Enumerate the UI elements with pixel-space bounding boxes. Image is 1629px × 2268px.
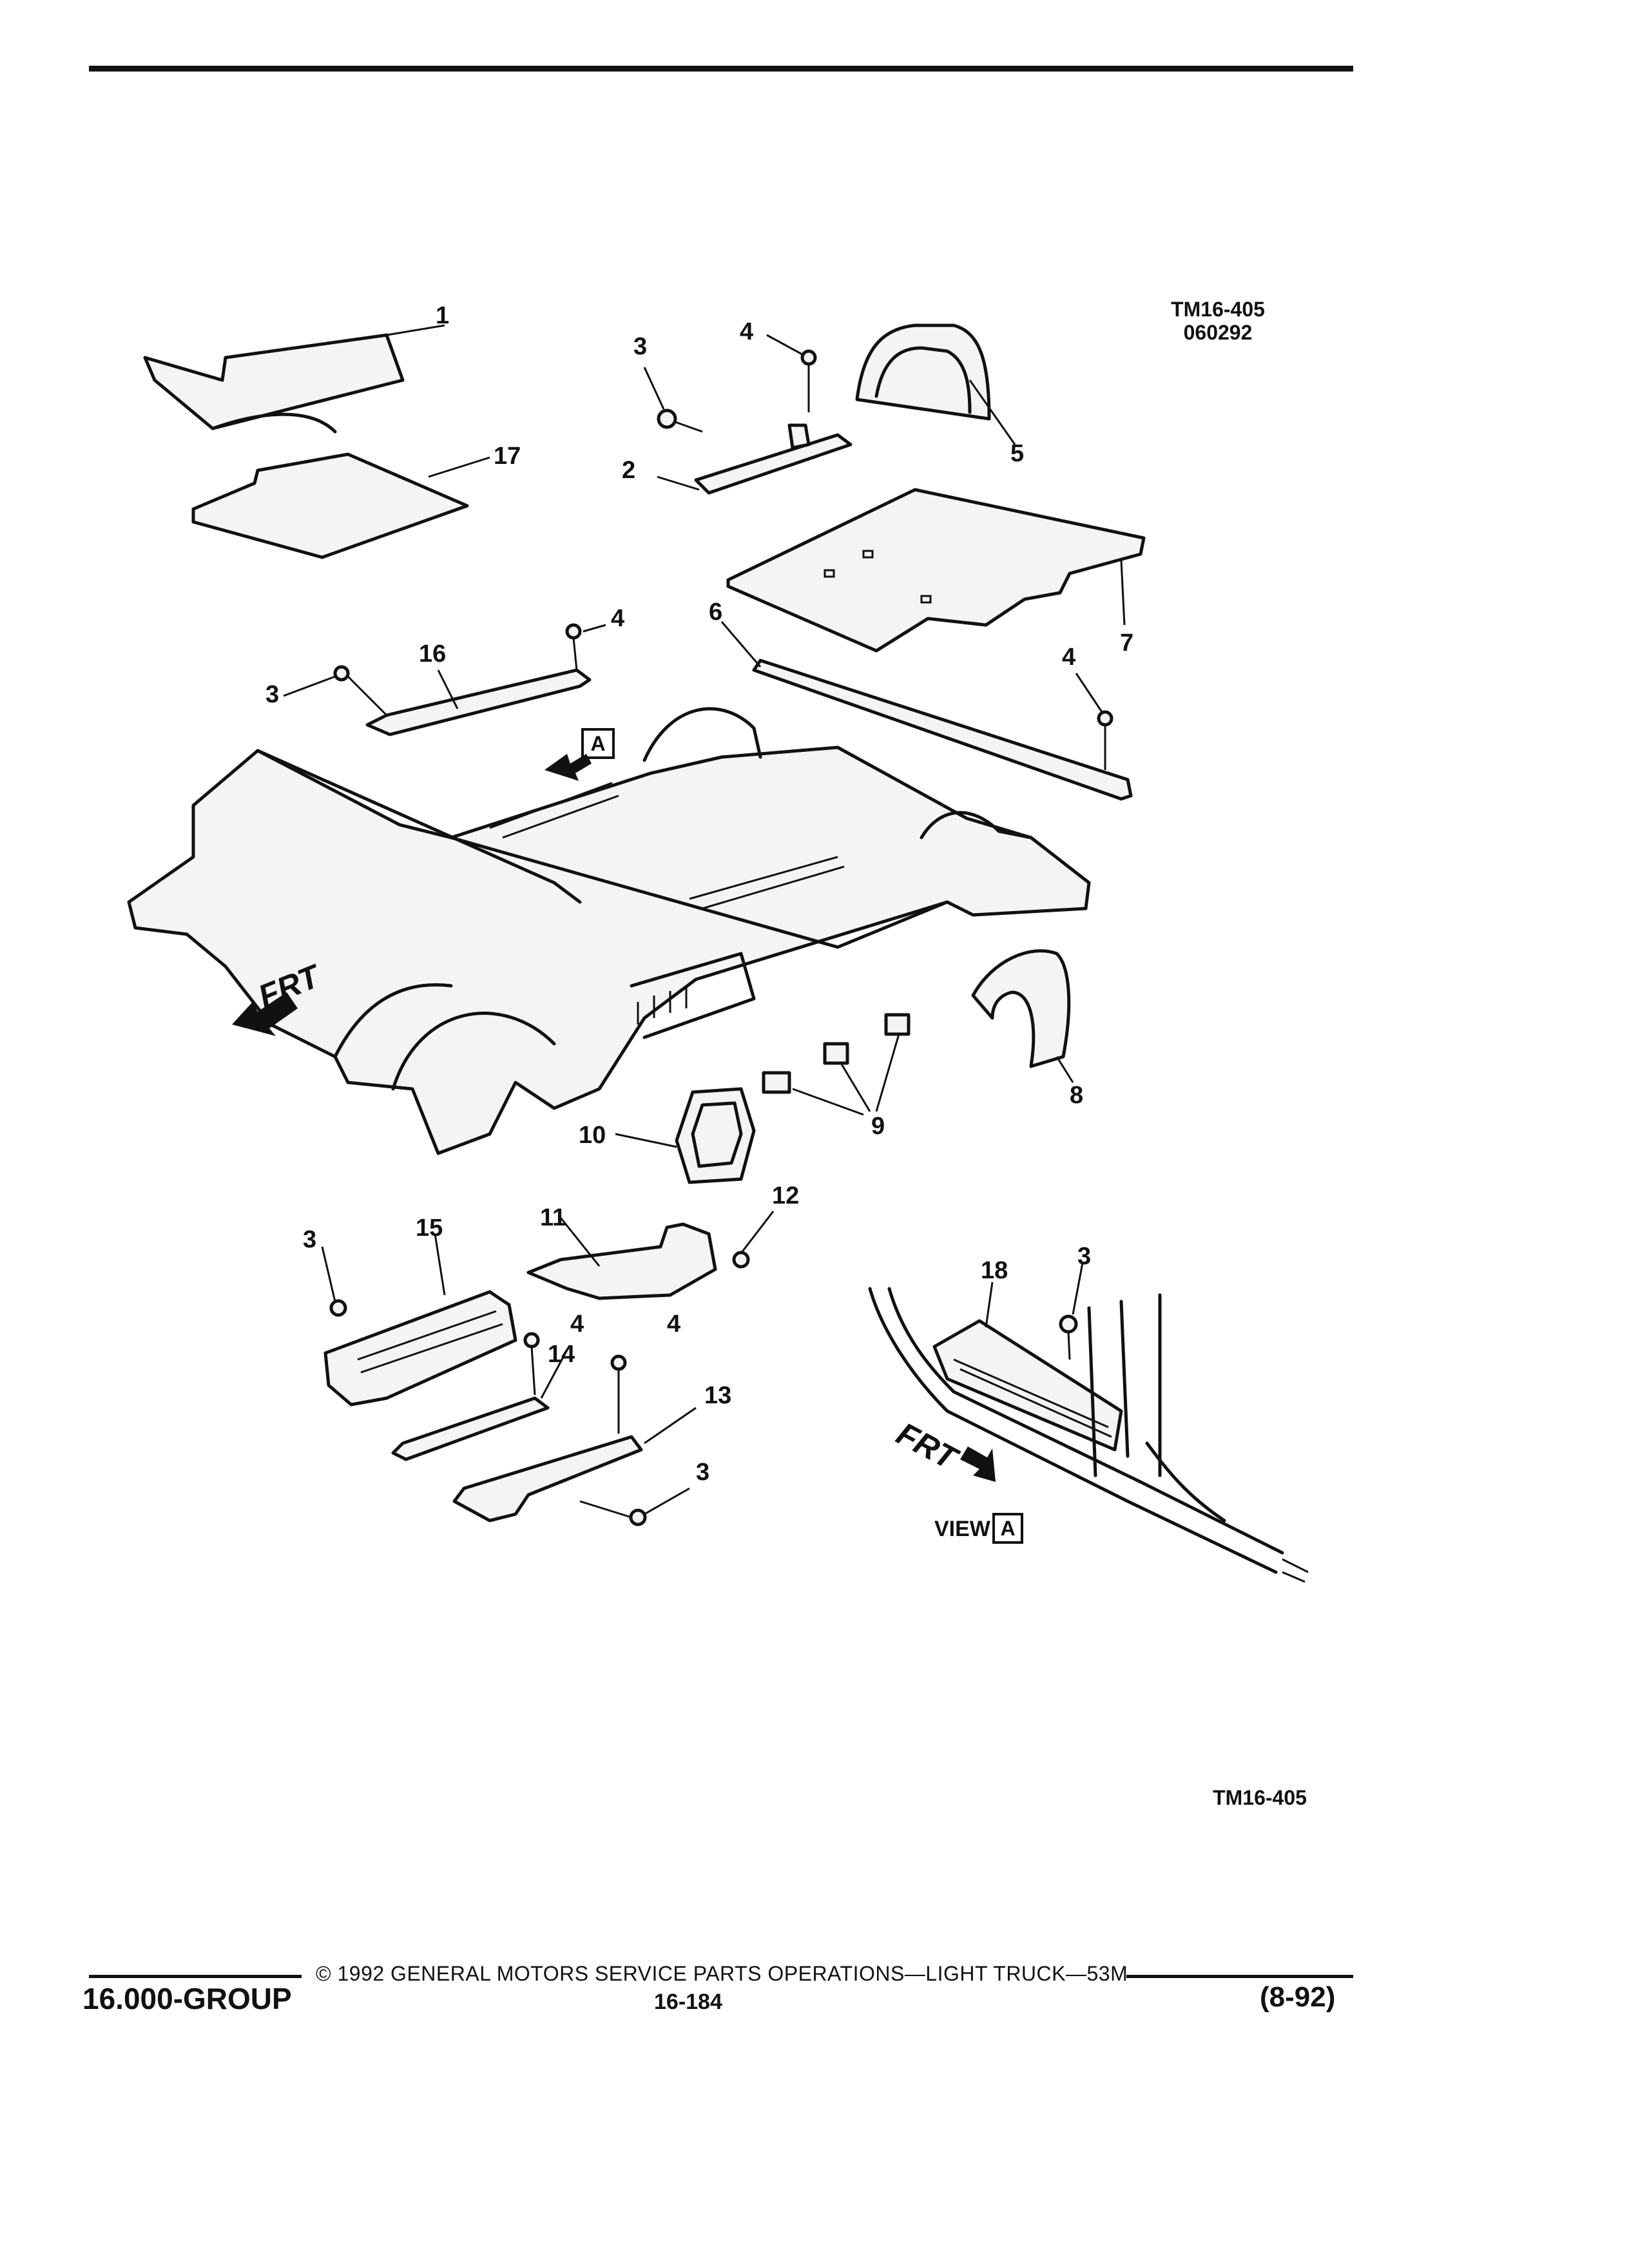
callout-3-view: 3 [1077,1243,1092,1270]
callout-3-top: 3 [633,333,648,360]
view-a-box-arrow: A [581,728,615,759]
callout-10: 10 [579,1122,606,1149]
frt-arrow-view [960,1446,996,1482]
callout-4-right: 4 [1062,644,1076,671]
part-5-wheelhouse-cover [855,323,1016,445]
footer-copyright: © 1992 GENERAL MOTORS SERVICE PARTS OPER… [316,1962,1128,1985]
callout-5: 5 [1010,440,1025,467]
callout-15: 15 [416,1215,443,1242]
part-17-mat [191,452,490,559]
part-8-liner [971,949,1074,1083]
footer-page-number: 16-184 [654,1990,722,2014]
callout-13: 13 [704,1382,732,1409]
footer-rule-left [89,1975,302,1978]
callout-2: 2 [622,457,636,484]
floor-pan-body [127,707,1091,1155]
footer-rule-right [1126,1975,1353,1978]
view-label-box: A [992,1513,1023,1544]
callout-14: 14 [548,1341,575,1368]
view-a-detail [868,1262,1309,1583]
callout-4-bracket: 4 [667,1311,681,1338]
frt-arrow-main [232,992,298,1036]
callout-18: 18 [981,1257,1008,1284]
callout-12: 12 [772,1182,800,1209]
part-15-stepwell [321,1233,517,1407]
callout-3-left: 3 [265,681,280,708]
callout-4-mid: 4 [611,605,625,632]
part-1-panel [143,324,445,434]
callout-4-scuff: 4 [570,1311,584,1338]
part-7-cargo-mat [726,488,1146,653]
view-a-arrow [545,754,592,781]
part-11-bracket [526,1211,775,1300]
part-9-clips [762,1013,911,1116]
part-2-sill [643,334,853,495]
view-label: VIEW [934,1517,990,1541]
callout-11: 11 [540,1204,566,1231]
part-14-scuff [391,1332,568,1461]
callout-17: 17 [494,443,521,470]
top-rule [89,66,1353,72]
callout-3-stepwell: 3 [303,1226,317,1253]
callout-3-bracket: 3 [696,1459,710,1486]
part-13-sill-bracket [452,1354,697,1526]
figure-id-line2: 060292 [1183,321,1253,344]
callout-1: 1 [436,302,450,329]
figure-id: TM16-405 060292 [1153,298,1282,344]
part-10-gasket [615,1087,756,1184]
footer-date: (8-92) [1260,1981,1336,2013]
callout-9: 9 [871,1113,885,1140]
callout-8: 8 [1070,1082,1084,1109]
callout-7: 7 [1120,629,1134,657]
figure-id-bottom: TM16-405 [1213,1786,1307,1809]
figure-id-line1: TM16-405 [1171,298,1265,321]
footer-group: 16.000-GROUP [82,1982,292,2015]
part-6-rear-sill [720,621,1133,801]
part-16-step [283,623,606,736]
callout-16: 16 [419,640,447,668]
callout-4-top: 4 [740,318,754,345]
callout-6: 6 [709,599,723,626]
